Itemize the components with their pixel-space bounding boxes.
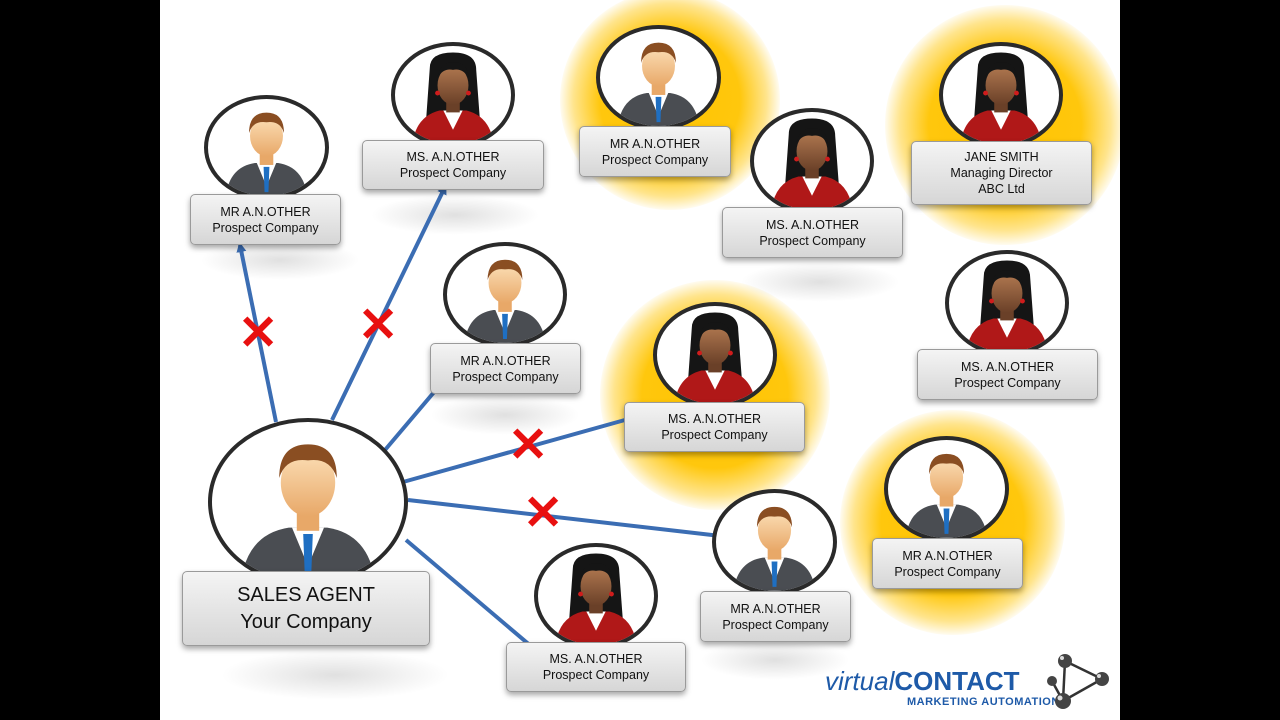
- arrow-to-c7: [402, 415, 635, 484]
- contact-name: MS. A.N.OTHER: [549, 652, 643, 666]
- sales-agent-title: SALES AGENT: [237, 583, 375, 606]
- logo-tagline: MARKETING AUTOMATION: [907, 696, 1060, 708]
- male-person-icon: [596, 25, 721, 130]
- contact-name: MS. A.N.OTHER: [960, 359, 1055, 374]
- contact-company: Prospect Company: [661, 428, 768, 442]
- arrow-to-c1: [236, 242, 278, 423]
- contact-card-c2[interactable]: MS. A.N.OTHER Prospect Company: [362, 140, 544, 190]
- molecule-logo-icon: [1047, 654, 1109, 709]
- male-person-icon: [208, 418, 408, 586]
- contact-card-c11[interactable]: MS. A.N.OTHER Prospect Company: [506, 642, 686, 692]
- sales-agent-card[interactable]: SALES AGENT Your Company: [182, 571, 430, 646]
- floor-shadow: [200, 240, 360, 280]
- female-person-icon: [391, 42, 515, 148]
- reject-x-icon: ✕: [358, 299, 399, 352]
- male-person-icon: [884, 436, 1009, 542]
- contact-company: Prospect Company: [954, 375, 1061, 390]
- contact-name: MS. A.N.OTHER: [667, 412, 762, 426]
- contact-name: MS. A.N.OTHER: [406, 150, 500, 164]
- female-person-icon: [750, 108, 874, 214]
- floor-shadow: [700, 640, 850, 680]
- contact-company: Prospect Company: [722, 617, 829, 632]
- virtualcontact-logo[interactable]: virtualCONTACT MARKETING AUTOMATION: [825, 654, 1115, 715]
- female-person-icon: [939, 42, 1063, 148]
- female-person-icon: [653, 302, 777, 408]
- sales-agent-company: Your Company: [240, 610, 372, 633]
- contact-card-c3[interactable]: MR A.N.OTHER Prospect Company: [579, 126, 731, 177]
- contact-card-c4[interactable]: MS. A.N.OTHER Prospect Company: [722, 207, 903, 258]
- reject-x-icon: ✕: [238, 307, 279, 360]
- contact-company: Prospect Company: [399, 166, 507, 180]
- contact-company: Prospect Company: [759, 233, 866, 248]
- floor-shadow: [430, 395, 580, 435]
- contact-name: JANE SMITH: [964, 150, 1039, 164]
- contact-name: MR A.N.OTHER: [460, 353, 551, 368]
- contact-card-c5[interactable]: JANE SMITH Managing Director ABC Ltd: [911, 141, 1092, 205]
- contact-name: MR A.N.OTHER: [609, 136, 701, 151]
- logo-word-bold: CONTACT: [894, 666, 1020, 696]
- contact-name: MR A.N.OTHER: [220, 204, 311, 219]
- reject-x-icon: ✕: [508, 419, 549, 472]
- floor-shadow: [370, 195, 540, 235]
- arrow-to-c10: [407, 498, 741, 543]
- contact-company: ABC Ltd: [978, 182, 1025, 196]
- contact-title: Managing Director: [950, 166, 1053, 180]
- contact-name: MR A.N.OTHER: [730, 601, 821, 616]
- slide: ✕ ✕ ✕ ✕ SALES AGENT Your Company MR A.N.…: [160, 0, 1120, 720]
- male-person-icon: [712, 489, 837, 595]
- logo-word-light: virtual: [825, 666, 895, 696]
- contact-company: Prospect Company: [601, 152, 709, 167]
- contact-card-c9[interactable]: MR A.N.OTHER Prospect Company: [872, 538, 1023, 589]
- male-person-icon: [443, 242, 567, 347]
- contact-name: MS. A.N.OTHER: [765, 217, 860, 232]
- arrow-to-c2: [330, 184, 447, 421]
- contact-company: Prospect Company: [212, 220, 319, 235]
- contact-company: Prospect Company: [542, 668, 650, 682]
- male-person-icon: [204, 95, 329, 200]
- contact-card-c1[interactable]: MR A.N.OTHER Prospect Company: [190, 194, 341, 245]
- logo-wordmark: virtualCONTACT: [825, 665, 1020, 697]
- reject-x-icon: ✕: [523, 487, 564, 540]
- contact-company: Prospect Company: [894, 564, 1001, 579]
- contact-card-c7[interactable]: MS. A.N.OTHER Prospect Company: [624, 402, 805, 452]
- contact-card-c6[interactable]: MR A.N.OTHER Prospect Company: [430, 343, 581, 394]
- arrow-to-c11: [404, 538, 548, 660]
- floor-shadow: [220, 650, 450, 700]
- contact-card-c10[interactable]: MR A.N.OTHER Prospect Company: [700, 591, 851, 642]
- female-person-icon: [534, 543, 658, 649]
- contact-card-c8[interactable]: MS. A.N.OTHER Prospect Company: [917, 349, 1098, 400]
- female-person-icon: [945, 250, 1069, 356]
- contact-name: MR A.N.OTHER: [902, 548, 993, 563]
- floor-shadow: [740, 262, 900, 302]
- contact-company: Prospect Company: [452, 369, 559, 384]
- connection-arrows: [236, 184, 741, 660]
